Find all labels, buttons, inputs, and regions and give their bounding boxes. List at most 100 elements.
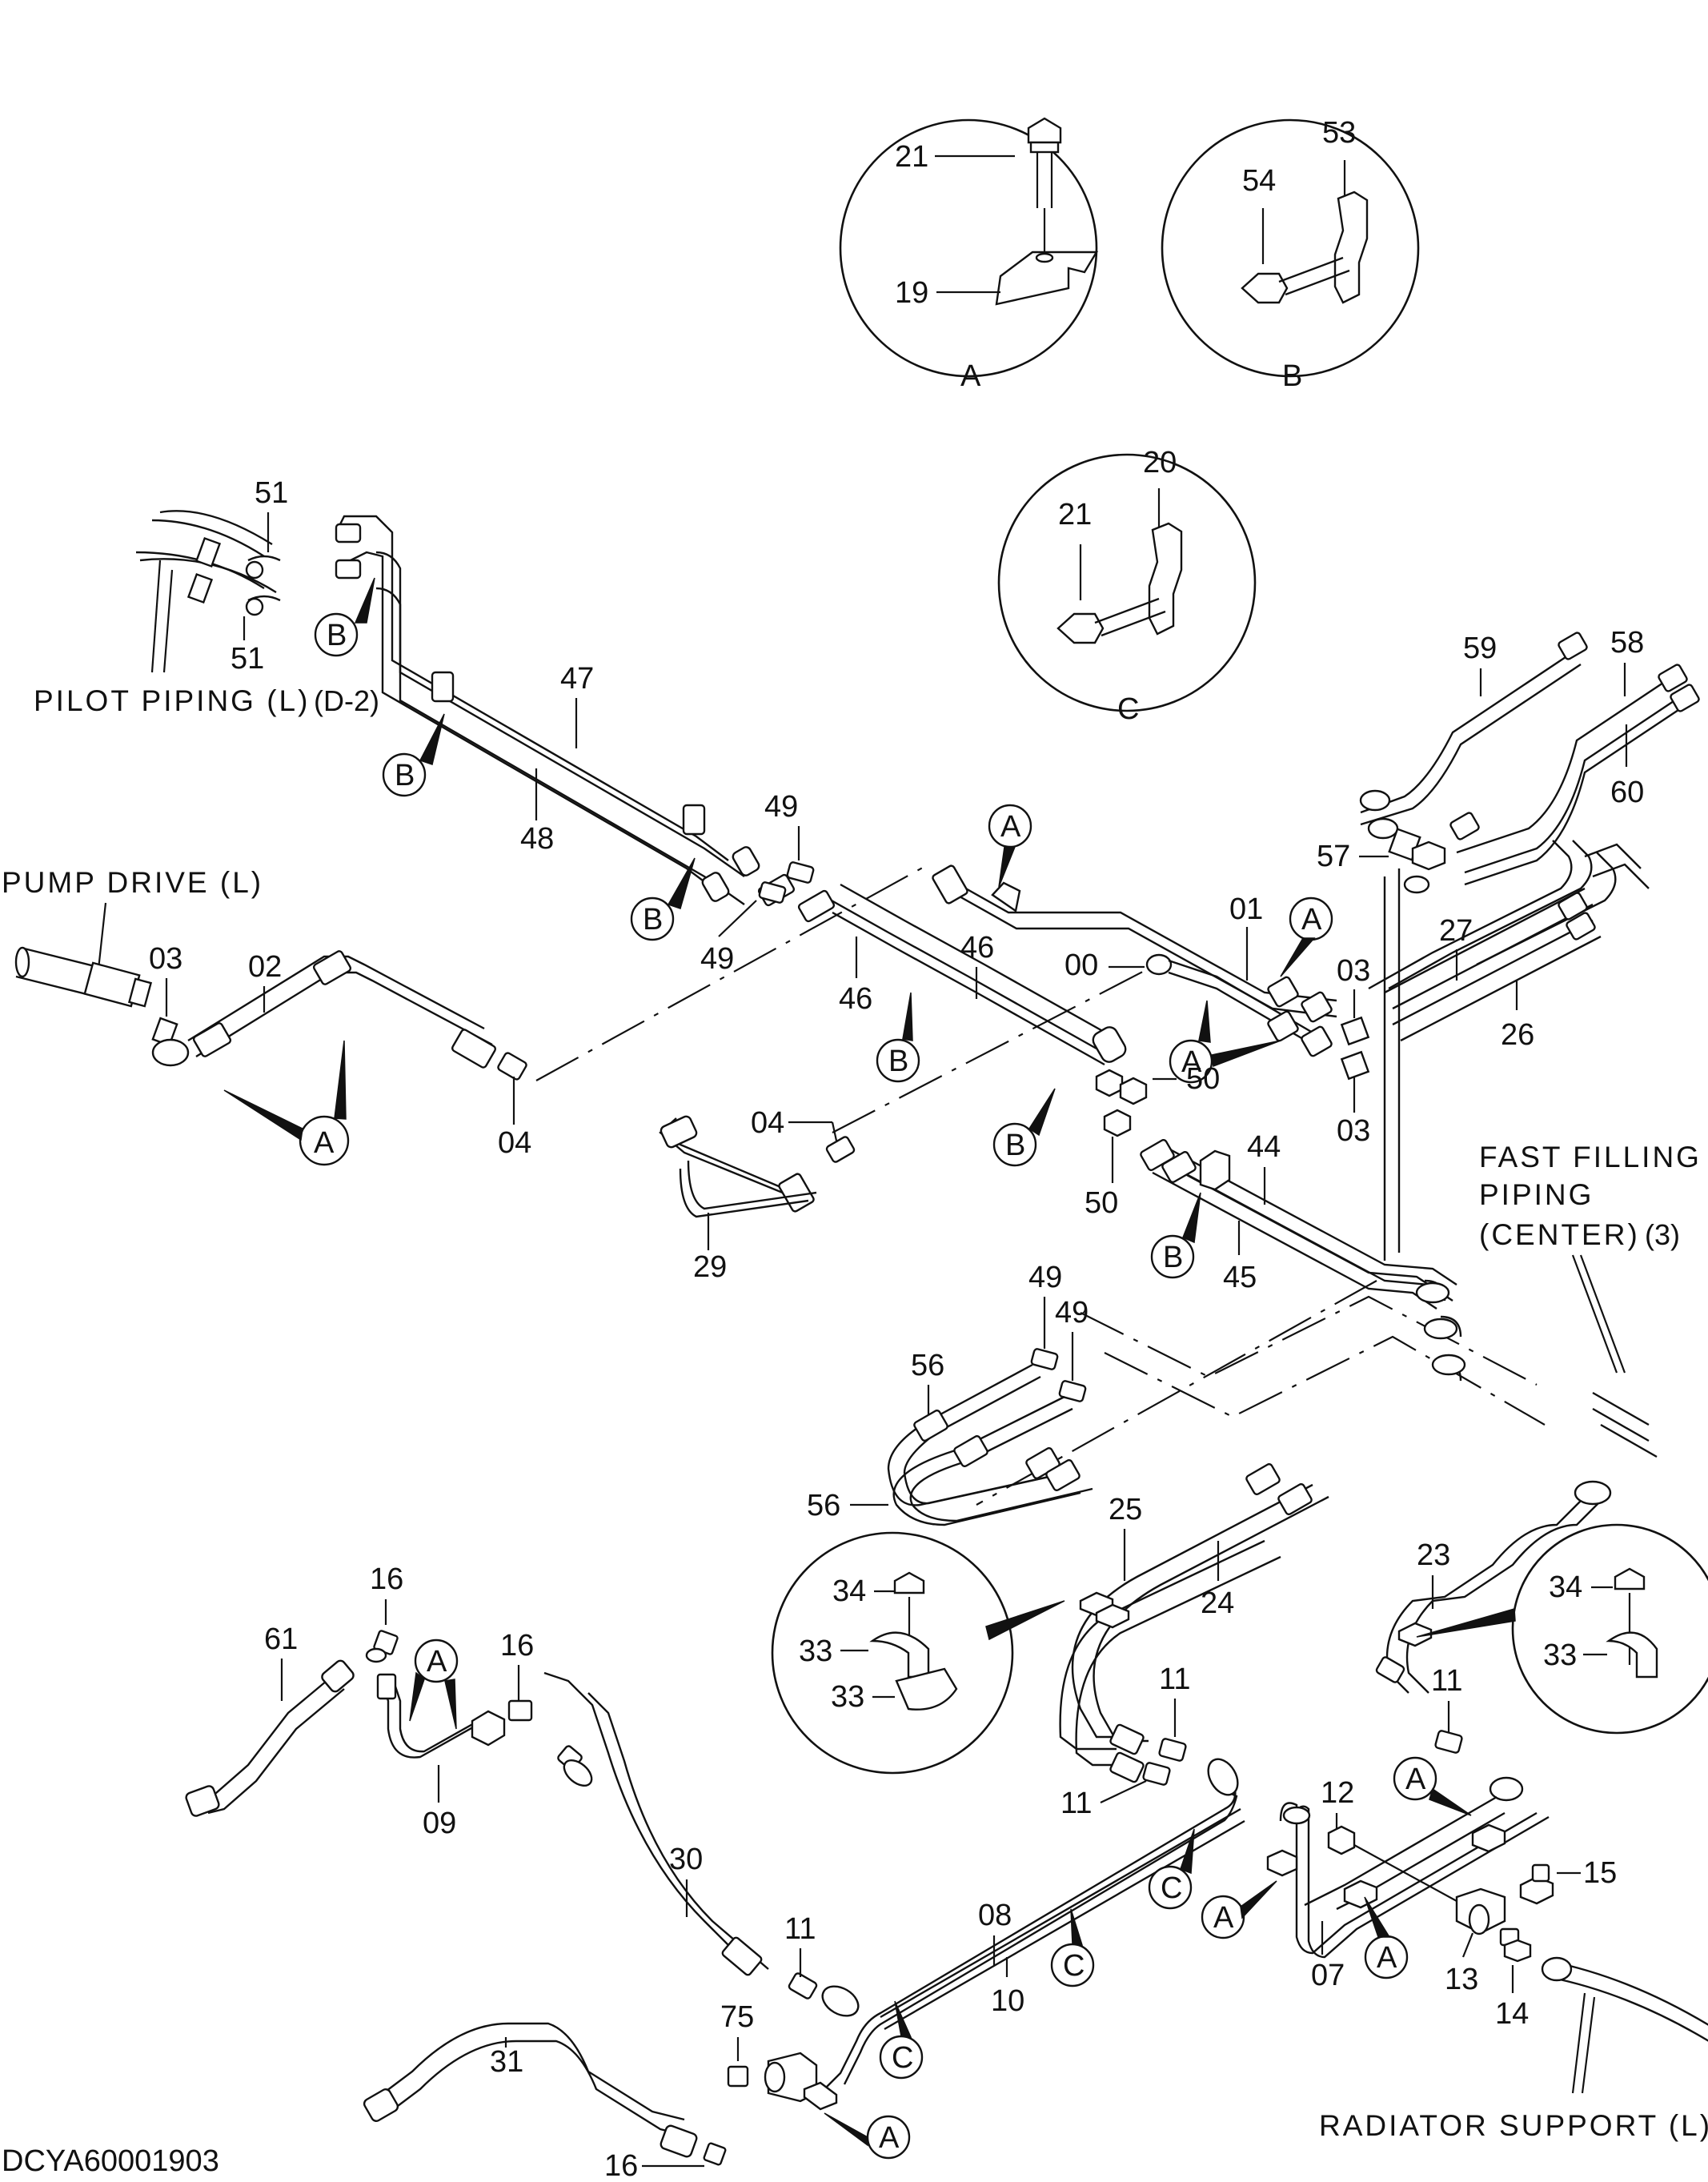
part-44: 44 — [1247, 1130, 1281, 1164]
part-11: 11 — [1159, 1663, 1190, 1696]
part-57: 57 — [1317, 840, 1350, 873]
part-14: 14 — [1495, 1997, 1529, 2031]
part-13: 13 — [1445, 1963, 1478, 1996]
callout-a: A — [1405, 1763, 1426, 1796]
lower-right-group: 11 A A A 07 12 13 15 14 — [1201, 1664, 1708, 2142]
part-56: 56 — [807, 1489, 840, 1522]
part-49: 49 — [700, 942, 734, 976]
callout-a: A — [1301, 903, 1322, 937]
part-07: 07 — [1311, 1959, 1345, 1992]
lower-left-group: 61 16 A 09 16 — [185, 1562, 534, 1840]
part-58: 58 — [1610, 626, 1644, 660]
part-61: 61 — [264, 1622, 298, 1656]
part-46: 46 — [960, 931, 994, 965]
part-49: 49 — [764, 790, 798, 824]
clamp-detail-right: 34 33 — [1416, 1523, 1708, 1735]
detail-b: 53 54 B — [1161, 116, 1420, 393]
fast-filling-caption-group: FAST FILLING PIPING (CENTER) (3) — [1479, 1141, 1702, 1374]
callout-a: A — [314, 1126, 335, 1160]
part-56: 56 — [911, 1349, 944, 1382]
part-00: 00 — [1064, 949, 1098, 982]
pump-drive-group: PUMP DRIVE (L) 03 02 04 A — [2, 866, 531, 1166]
loop-56-group: 49 49 56 56 — [807, 1261, 1093, 1526]
part-46: 46 — [839, 982, 872, 1016]
callout-a: A — [1000, 810, 1021, 844]
callout-b: B — [643, 903, 663, 937]
part-26: 26 — [1501, 1018, 1534, 1052]
part-49: 49 — [1055, 1296, 1089, 1330]
pilot-piping-caption: PILOT PIPING (L) — [34, 684, 310, 717]
part-16: 16 — [604, 2149, 638, 2182]
part-33: 33 — [1543, 1639, 1577, 1672]
callout-b: B — [327, 619, 347, 652]
part-03: 03 — [149, 942, 182, 976]
part-75: 75 — [720, 2000, 754, 2034]
part-03: 03 — [1337, 954, 1370, 988]
pipes-23-24-25-group: 25 24 23 — [1059, 1391, 1658, 1767]
callout-b: B — [1163, 1241, 1183, 1274]
part-59: 59 — [1463, 632, 1497, 665]
pilot-piping-group: 51 51 PILOT PIPING (L) (D-2) 47 48 — [34, 476, 760, 905]
part-02: 02 — [248, 950, 282, 984]
detail-c: 20 21 C — [997, 446, 1257, 726]
callout-c: C — [1161, 1871, 1182, 1905]
fast-filling-caption-2: PIPING — [1479, 1178, 1594, 1211]
part-49: 49 — [1028, 1261, 1062, 1294]
part-34: 34 — [832, 1574, 866, 1608]
part-11: 11 — [784, 1912, 816, 1946]
callout-a: A — [1213, 1901, 1234, 1935]
diagram-id: DCYA60001903 — [2, 2144, 219, 2178]
part-50: 50 — [1186, 1062, 1220, 1096]
part-12: 12 — [1321, 1776, 1354, 1810]
part-27: 27 — [1439, 914, 1473, 948]
callout-b: B — [888, 1045, 908, 1078]
part-30: 30 — [669, 1843, 703, 1876]
part-16: 16 — [500, 1629, 534, 1663]
part-01: 01 — [1229, 892, 1263, 926]
part-48: 48 — [520, 822, 554, 856]
lower-center-group: 11 11 08 10 C C C 11 30 75 — [363, 1663, 1245, 2182]
center-piping-group: 01 A 46 46 B 49 49 00 A A — [659, 790, 1466, 1382]
part-16: 16 — [370, 1562, 403, 1596]
callout-a: A — [879, 2121, 900, 2155]
right-upper-group: 59 58 60 57 27 26 — [1317, 626, 1700, 1052]
part-21: 21 — [895, 140, 928, 174]
part-15: 15 — [1583, 1856, 1617, 1890]
part-03: 03 — [1337, 1114, 1370, 1148]
part-31: 31 — [490, 2045, 523, 2079]
part-23: 23 — [1417, 1538, 1450, 1572]
pilot-piping-ref: (D-2) — [314, 684, 379, 717]
fast-filling-caption-1: FAST FILLING — [1479, 1141, 1702, 1173]
part-47: 47 — [560, 662, 594, 696]
part-33: 33 — [799, 1634, 832, 1668]
part-09: 09 — [423, 1807, 456, 1840]
part-51: 51 — [231, 642, 264, 676]
part-34: 34 — [1549, 1570, 1582, 1604]
part-20: 20 — [1143, 446, 1177, 479]
part-29: 29 — [693, 1250, 727, 1284]
part-60: 60 — [1610, 776, 1644, 809]
clamp-detail-left: 34 33 33 — [771, 1531, 1065, 1775]
fast-filling-caption-3: (CENTER) — [1479, 1218, 1640, 1251]
callout-a: A — [427, 1645, 447, 1679]
detail-c-label: C — [1117, 692, 1139, 726]
part-24: 24 — [1201, 1586, 1234, 1620]
part-54: 54 — [1242, 164, 1276, 198]
part-53: 53 — [1322, 116, 1356, 150]
part-25: 25 — [1109, 1493, 1142, 1526]
part-51: 51 — [255, 476, 288, 510]
detail-a: 21 19 A — [839, 117, 1099, 393]
callout-a: A — [1377, 1941, 1397, 1975]
part-21: 21 — [1058, 498, 1092, 531]
part-04: 04 — [751, 1106, 784, 1140]
callout-a: A — [1181, 1045, 1202, 1079]
part-08: 08 — [978, 1899, 1012, 1932]
callout-b: B — [395, 759, 415, 792]
part-10: 10 — [991, 1984, 1024, 2018]
callout-c: C — [1063, 1949, 1085, 1983]
part-50: 50 — [1085, 1186, 1118, 1220]
part-11: 11 — [1431, 1664, 1462, 1698]
part-19: 19 — [895, 276, 928, 310]
part-11: 11 — [1060, 1787, 1092, 1820]
